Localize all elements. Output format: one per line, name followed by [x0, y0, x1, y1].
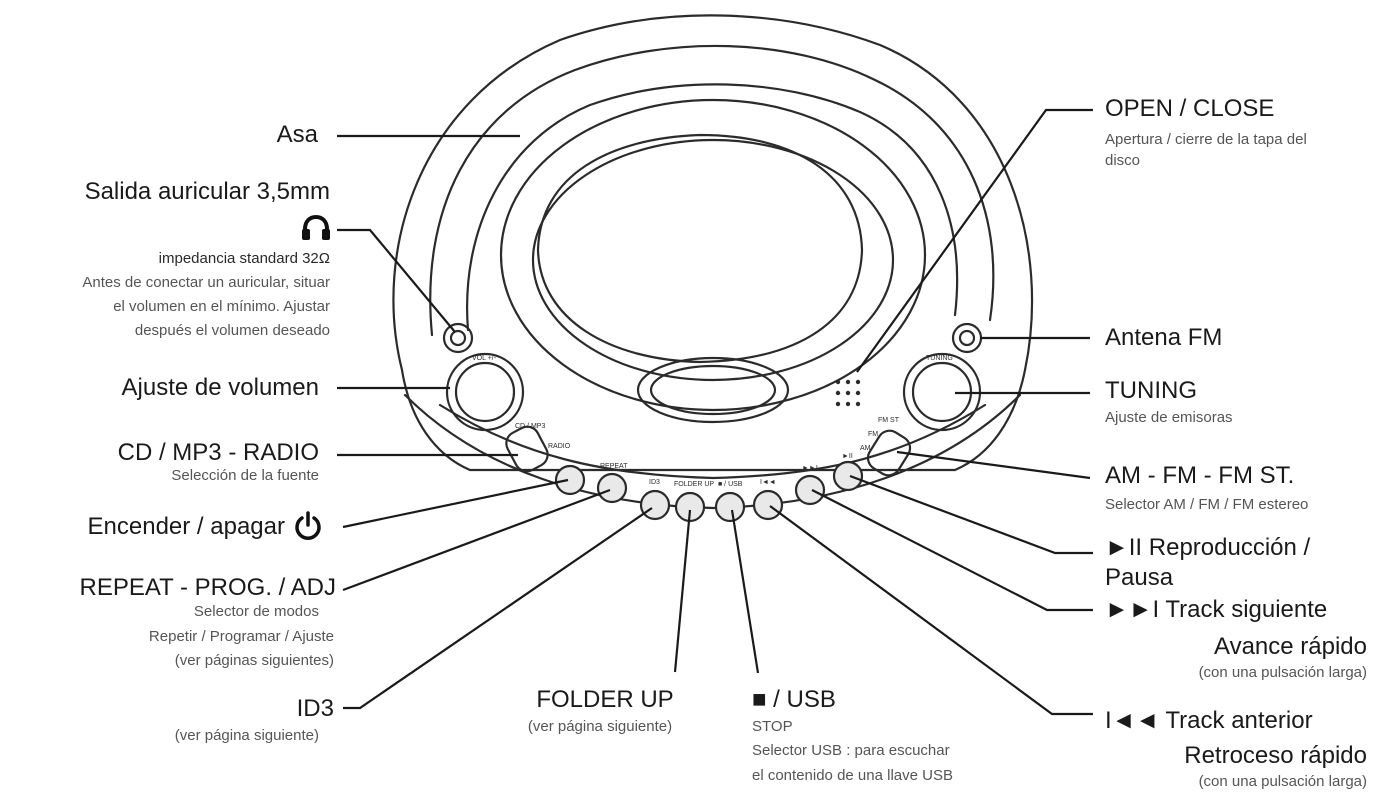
- leader-lines: [337, 108, 1093, 716]
- label-open-sub2: disco: [1105, 152, 1141, 169]
- leader-band: [896, 450, 1091, 480]
- device-mark-play: ►II: [842, 453, 853, 460]
- headphone-jack: [442, 322, 474, 354]
- handle-outer: [429, 44, 995, 337]
- device-mark-am: AM: [860, 445, 871, 452]
- device-mark-next: ►►I: [802, 465, 818, 472]
- device-mark-prev: I◄◄: [760, 479, 776, 486]
- label-headphone-impedance: impedancia standard 32Ω: [158, 250, 330, 267]
- open-close-tab: [636, 356, 790, 424]
- label-headphone-note3: después el volumen deseado: [134, 322, 330, 339]
- label-prev-title: I◄◄ Track anterior: [1105, 707, 1313, 734]
- cd-window: [536, 133, 864, 364]
- label-open-title: OPEN / CLOSE: [1105, 95, 1275, 122]
- label-stop-sub1: STOP: [752, 718, 793, 735]
- label-source-title: CD / MP3 - RADIO: [117, 439, 319, 466]
- power-button: [554, 464, 586, 496]
- leader-id3: [343, 507, 653, 710]
- leader-stop: [730, 509, 760, 674]
- leader-repeat: [342, 488, 611, 592]
- label-headphone-note2: el volumen en el mínimo. Ajustar: [113, 298, 330, 315]
- headphone-icon: [301, 215, 331, 241]
- volume-knob: [445, 352, 525, 432]
- label-band-sub: Selector AM / FM / FM estereo: [1105, 496, 1309, 513]
- label-next-sub1: Avance rápido: [1214, 633, 1367, 660]
- device-mark-id3: ID3: [649, 479, 660, 486]
- label-repeat-sub3: (ver páginas siguientes): [174, 652, 334, 669]
- leader-power: [342, 478, 569, 529]
- leader-folder: [673, 509, 692, 673]
- speaker-grille: [835, 379, 861, 407]
- prev-track-button: [752, 489, 784, 521]
- label-next-title: ►►I Track siguiente: [1105, 596, 1328, 623]
- device-mark-vol: VOL +/-: [472, 355, 497, 362]
- label-prev-sub1: Retroceso rápido: [1184, 742, 1367, 769]
- label-tuning-title: TUNING: [1105, 377, 1197, 404]
- label-stop-sub3: el contenido de una llave USB: [752, 767, 953, 784]
- label-folder-title: FOLDER UP: [536, 686, 674, 713]
- front-lip: [403, 393, 1022, 510]
- label-asa: Asa: [276, 121, 318, 148]
- label-prev-sub2: (con una pulsación larga): [1198, 773, 1367, 790]
- device-mark-fm: FM: [868, 431, 878, 438]
- source-switch: [505, 425, 549, 473]
- label-id3-sub: (ver página siguiente): [174, 727, 319, 744]
- antenna-socket: [951, 322, 983, 354]
- power-icon: [293, 510, 323, 540]
- device-mark-fmst: FM ST: [878, 417, 900, 424]
- label-play-title2: Pausa: [1105, 564, 1174, 591]
- leader-headphone: [337, 228, 456, 333]
- device-outer-body: [392, 14, 1034, 472]
- label-repeat-sub2: Repetir / Programar / Ajuste: [148, 628, 334, 645]
- label-headphone-note1: Antes de conectar un auricular, situar: [82, 274, 330, 291]
- device-mark-cd: CD / MP3: [515, 423, 545, 430]
- device-mark-usb: ■ / USB: [718, 481, 743, 488]
- handle-inner: [466, 83, 959, 332]
- leader-open: [856, 108, 1093, 373]
- device-mark-repeat: REPEAT: [600, 463, 628, 470]
- label-folder-sub: (ver página siguiente): [527, 718, 673, 735]
- label-volume: Ajuste de volumen: [121, 374, 319, 401]
- label-play-title1: ►II Reproducción /: [1105, 534, 1311, 561]
- label-id3-title: ID3: [296, 695, 334, 722]
- device-mark-radio: RADIO: [548, 443, 571, 450]
- label-band-title: AM - FM - FM ST.: [1105, 462, 1295, 489]
- play-pause-button: [832, 460, 864, 492]
- cd-lid-inner: [531, 138, 895, 382]
- label-headphone-title: Salida auricular 3,5mm: [84, 178, 330, 205]
- label-next-sub2: (con una pulsación larga): [1198, 664, 1367, 681]
- leader-play: [849, 474, 1093, 555]
- next-track-button: [794, 474, 826, 506]
- leader-prev: [769, 505, 1093, 716]
- label-power: Encender / apagar: [87, 513, 285, 540]
- label-stop-title: ■ / USB: [752, 686, 836, 713]
- device-mark-tuning: TUNING: [926, 355, 953, 362]
- label-open-sub1: Apertura / cierre de la tapa del: [1105, 131, 1307, 148]
- leader-next: [811, 489, 1093, 612]
- label-tuning-sub: Ajuste de emisoras: [1105, 409, 1233, 426]
- band-switch: [866, 429, 912, 477]
- cd-lid-outer: [499, 98, 927, 412]
- label-source-sub: Selección de la fuente: [171, 467, 319, 484]
- label-repeat-title: REPEAT - PROG. / ADJ: [79, 574, 337, 601]
- front-panel: [438, 403, 987, 480]
- label-repeat-sub1: Selector de modos: [193, 603, 319, 620]
- id3-button: [639, 489, 671, 521]
- label-antenna: Antena FM: [1105, 324, 1223, 351]
- label-stop-sub2: Selector USB : para escuchar: [752, 742, 950, 759]
- repeat-button: [596, 472, 628, 504]
- device-mark-folder: FOLDER UP: [674, 481, 714, 488]
- stop-usb-button: [714, 491, 746, 523]
